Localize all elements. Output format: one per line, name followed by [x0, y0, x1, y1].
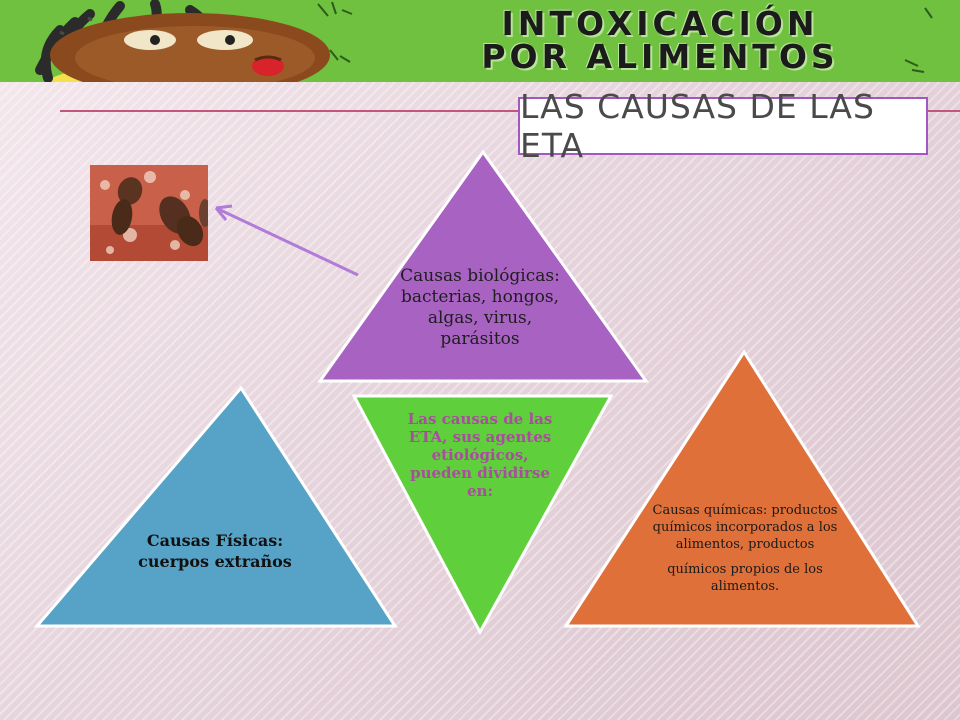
- banner-title-line1: INTOXICACIÓN: [501, 4, 819, 43]
- triangle-center-text: Las causas de las ETA, sus agentes etiol…: [407, 410, 553, 500]
- banner-title-line2: POR ALIMENTOS: [481, 37, 839, 76]
- header-banner: INTOXICACIÓN POR ALIMENTOS: [0, 0, 960, 82]
- triangle-quimicas: [563, 349, 921, 628]
- triangle-biologicas: [317, 149, 649, 383]
- cartoon-sick-face-icon: [35, 0, 933, 82]
- bacteria-photo-icon: [90, 165, 208, 261]
- slide-title: LAS CAUSAS DE LAS ETA: [520, 87, 875, 165]
- banner-title: INTOXICACIÓN POR ALIMENTOS: [370, 4, 950, 76]
- triangle-center: [351, 394, 614, 636]
- triangle-fisicas: [33, 385, 398, 628]
- triangle-quimicas-text-part1: Causas químicas: productos químicos inco…: [652, 503, 838, 552]
- header-rule: [60, 110, 960, 112]
- purple-arrow-icon: [214, 204, 359, 277]
- triangle-biologicas-text: Causas biológicas: bacterias, hongos, al…: [400, 266, 560, 349]
- slide-title-box: LAS CAUSAS DE LAS ETA: [518, 87, 928, 165]
- triangle-quimicas-text: Causas químicas: productos químicos inco…: [650, 502, 840, 595]
- triangle-fisicas-text: Causas Físicas: cuerpos extraños: [138, 531, 292, 571]
- triangle-quimicas-text-part2: químicos propios de los alimentos.: [667, 562, 823, 594]
